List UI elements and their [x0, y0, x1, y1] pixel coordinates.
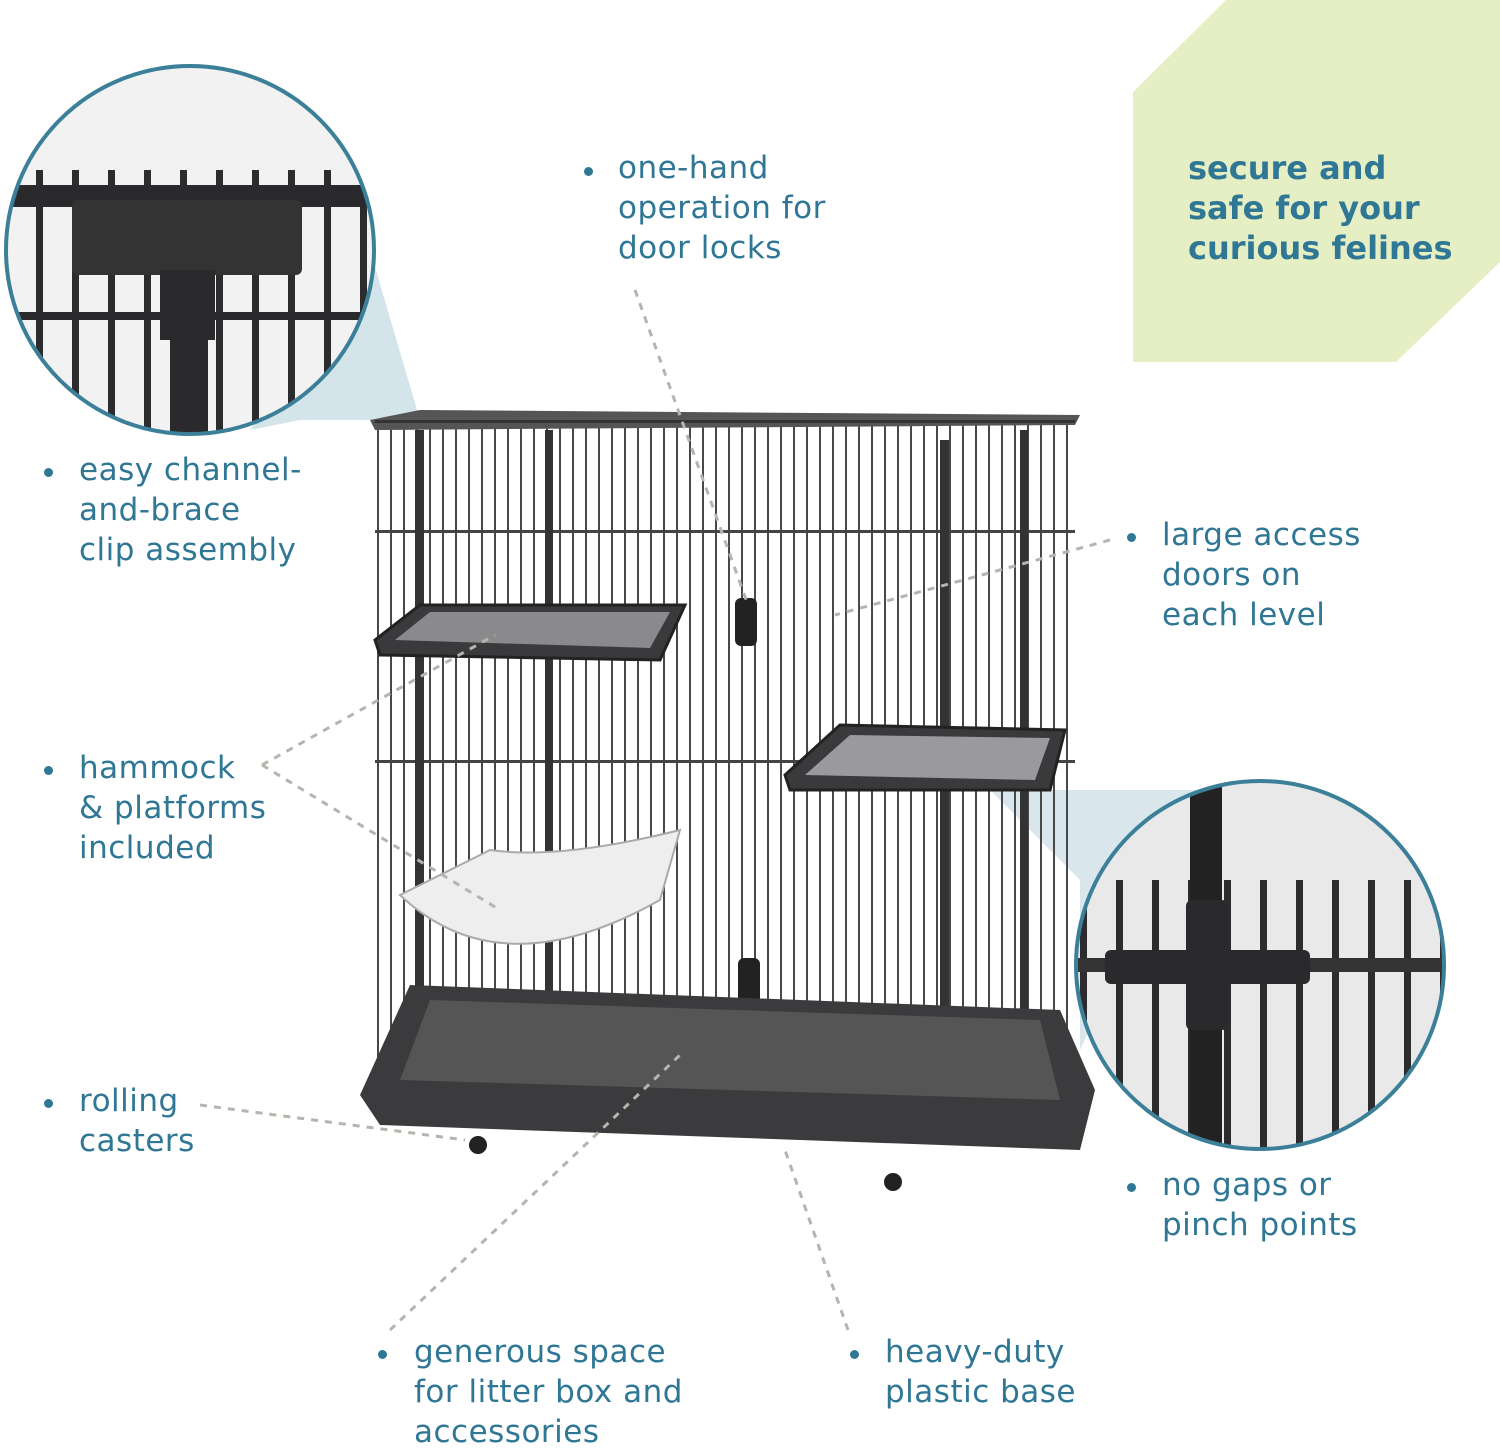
feature-line: for litter box and: [414, 1374, 683, 1410]
feature-plastic-base: heavy-duty plastic base: [885, 1332, 1076, 1412]
headline-line: curious felines: [1188, 229, 1453, 267]
feature-litter-space: generous space for litter box and access…: [414, 1332, 683, 1452]
leader-lines: [199, 289, 1111, 1332]
bullet-icon: [1127, 1183, 1136, 1192]
feature-line: pinch points: [1162, 1207, 1358, 1243]
feature-line: generous space: [414, 1334, 667, 1370]
headline: secure and safe for your curious felines: [1188, 148, 1453, 268]
headline-panel: [1133, 0, 1500, 362]
bullet-icon: [44, 1099, 53, 1108]
feature-line: door locks: [618, 230, 782, 266]
bullet-icon: [584, 167, 593, 176]
feature-line: accessories: [414, 1414, 600, 1450]
feature-access-doors: large access doors on each level: [1162, 515, 1361, 635]
feature-line: easy channel-: [79, 452, 302, 488]
feature-line: and-brace: [79, 492, 241, 528]
feature-casters: rolling casters: [79, 1081, 195, 1161]
feature-line: one-hand: [618, 150, 769, 186]
bullet-icon: [44, 468, 53, 477]
feature-hammock: hammock & platforms included: [79, 748, 266, 868]
feature-line: & platforms: [79, 790, 267, 826]
headline-line: safe for your: [1188, 189, 1420, 227]
bullet-icon: [850, 1350, 859, 1359]
feature-line: casters: [79, 1123, 195, 1159]
feature-line: large access: [1162, 517, 1361, 553]
headline-line: secure and: [1188, 149, 1387, 187]
feature-line: no gaps or: [1162, 1167, 1332, 1203]
bullet-icon: [44, 766, 53, 775]
feature-one-hand: one-hand operation for door locks: [618, 148, 826, 268]
feature-line: hammock: [79, 750, 236, 786]
bullet-icon: [1127, 533, 1136, 542]
feature-line: rolling: [79, 1083, 179, 1119]
cage: [360, 410, 1095, 1191]
feature-line: plastic base: [885, 1374, 1077, 1410]
detail-circle-clip-assembly: [6, 66, 374, 434]
feature-line: doors on: [1162, 557, 1301, 593]
feature-channel-brace: easy channel- and-brace clip assembly: [79, 450, 302, 570]
feature-no-gaps: no gaps or pinch points: [1162, 1165, 1358, 1245]
feature-line: clip assembly: [79, 532, 297, 568]
feature-line: each level: [1162, 597, 1326, 633]
feature-line: heavy-duty: [885, 1334, 1065, 1370]
feature-line: operation for: [618, 190, 826, 226]
feature-line: included: [79, 830, 215, 866]
bullet-icon: [378, 1350, 387, 1359]
